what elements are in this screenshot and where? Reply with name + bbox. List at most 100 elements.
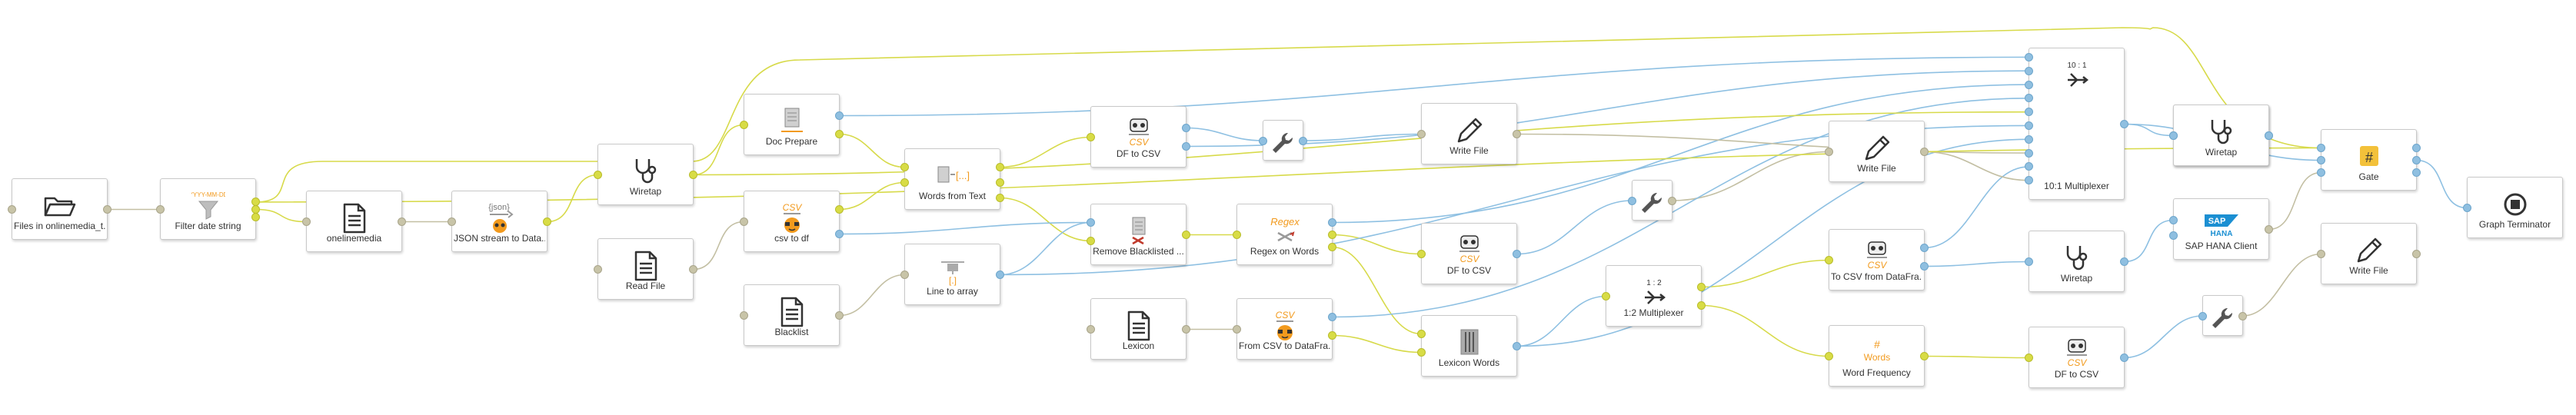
output-port[interactable]: [1513, 250, 1521, 258]
node-wiretap3[interactable]: Wiretap: [2029, 231, 2125, 292]
output-port[interactable]: [835, 205, 844, 214]
input-port[interactable]: [1087, 325, 1095, 334]
output-port[interactable]: [2412, 144, 2421, 152]
node-line[interactable]: [.]Line to array: [904, 244, 1000, 305]
output-port[interactable]: [1182, 124, 1190, 132]
input-port[interactable]: [1417, 130, 1426, 138]
output-port[interactable]: [1920, 262, 1929, 271]
input-port[interactable]: [740, 121, 748, 129]
input-port[interactable]: [1825, 148, 1833, 156]
input-port[interactable]: [2317, 156, 2325, 164]
input-port[interactable]: [2317, 144, 2325, 152]
output-port[interactable]: [2265, 131, 2273, 140]
input-port[interactable]: [2169, 216, 2178, 224]
input-port[interactable]: [2025, 257, 2033, 266]
output-port[interactable]: [1328, 231, 1336, 239]
input-port[interactable]: [740, 217, 748, 226]
input-port[interactable]: [1825, 352, 1833, 360]
input-port[interactable]: [2025, 66, 2033, 75]
output-port[interactable]: [1513, 342, 1521, 350]
input-port[interactable]: [448, 217, 456, 226]
node-onlinemedia[interactable]: onelinemedia: [306, 191, 402, 252]
input-port[interactable]: [1087, 218, 1095, 227]
input-port[interactable]: [2463, 204, 2471, 212]
input-port[interactable]: [1259, 136, 1267, 145]
output-port[interactable]: [2120, 120, 2128, 128]
input-port[interactable]: [1417, 348, 1426, 357]
node-writefile1[interactable]: Write File: [1421, 103, 1517, 164]
output-port[interactable]: [2120, 257, 2128, 266]
input-port[interactable]: [2317, 168, 2325, 177]
input-port[interactable]: [900, 163, 909, 171]
output-port[interactable]: [1328, 313, 1336, 321]
node-gate[interactable]: #Gate: [2321, 129, 2417, 191]
input-port[interactable]: [2025, 134, 2033, 144]
output-port[interactable]: [1299, 136, 1307, 145]
output-port[interactable]: [1920, 352, 1929, 360]
input-port[interactable]: [2317, 250, 2325, 258]
input-port[interactable]: [2169, 231, 2178, 240]
output-port[interactable]: [1697, 283, 1706, 291]
input-port[interactable]: [2025, 94, 2033, 103]
input-port[interactable]: [1602, 292, 1610, 300]
input-port[interactable]: [2025, 354, 2033, 362]
output-port[interactable]: [2412, 250, 2421, 258]
output-port[interactable]: [2120, 354, 2128, 362]
input-port[interactable]: [594, 171, 602, 179]
node-words[interactable]: [...]Words from Text: [904, 148, 1000, 210]
input-port[interactable]: [2025, 148, 2033, 158]
output-port[interactable]: [996, 178, 1004, 187]
input-port[interactable]: [1417, 250, 1426, 258]
input-port[interactable]: [302, 217, 311, 226]
input-port[interactable]: [2025, 108, 2033, 117]
input-port[interactable]: [900, 178, 909, 187]
input-port[interactable]: [1087, 133, 1095, 141]
input-port[interactable]: [1087, 237, 1095, 245]
output-port[interactable]: [1920, 148, 1929, 156]
output-port[interactable]: [1697, 301, 1706, 310]
output-port[interactable]: [835, 111, 844, 120]
output-port[interactable]: [1328, 243, 1336, 251]
node-wrench3[interactable]: [2202, 295, 2243, 336]
node-docprep[interactable]: Doc Prepare: [744, 94, 840, 155]
input-port[interactable]: [156, 205, 165, 214]
output-port[interactable]: [835, 130, 844, 138]
node-files[interactable]: Files in onlinemedia_t...: [12, 178, 108, 240]
input-port[interactable]: [1825, 256, 1833, 264]
output-port[interactable]: [1513, 130, 1521, 138]
input-port[interactable]: [1233, 325, 1241, 334]
node-terminator[interactable]: Graph Terminator: [2467, 177, 2563, 238]
input-port[interactable]: [2025, 121, 2033, 130]
output-port[interactable]: [996, 271, 1004, 279]
output-port[interactable]: [1328, 331, 1336, 340]
input-port[interactable]: [1417, 330, 1426, 338]
input-port[interactable]: [2198, 311, 2207, 320]
output-port[interactable]: [398, 217, 406, 226]
input-port[interactable]: [900, 271, 909, 279]
input-port[interactable]: [8, 205, 16, 214]
output-port[interactable]: [996, 194, 1004, 202]
node-wiretap1[interactable]: Wiretap: [597, 144, 694, 205]
output-port[interactable]: [1182, 142, 1190, 151]
output-port[interactable]: [103, 205, 111, 214]
output-port[interactable]: [996, 163, 1004, 171]
output-port[interactable]: [1920, 244, 1929, 252]
output-port[interactable]: [1182, 231, 1190, 239]
input-port[interactable]: [2025, 176, 2033, 185]
input-port[interactable]: [2169, 131, 2178, 140]
output-port[interactable]: [1668, 196, 1676, 205]
input-port[interactable]: [2025, 162, 2033, 171]
output-port[interactable]: [2412, 168, 2421, 177]
input-port[interactable]: [740, 311, 748, 320]
output-port[interactable]: [1328, 218, 1336, 227]
input-port[interactable]: [1628, 196, 1636, 205]
input-port[interactable]: [1233, 231, 1241, 239]
input-port[interactable]: [594, 265, 602, 274]
